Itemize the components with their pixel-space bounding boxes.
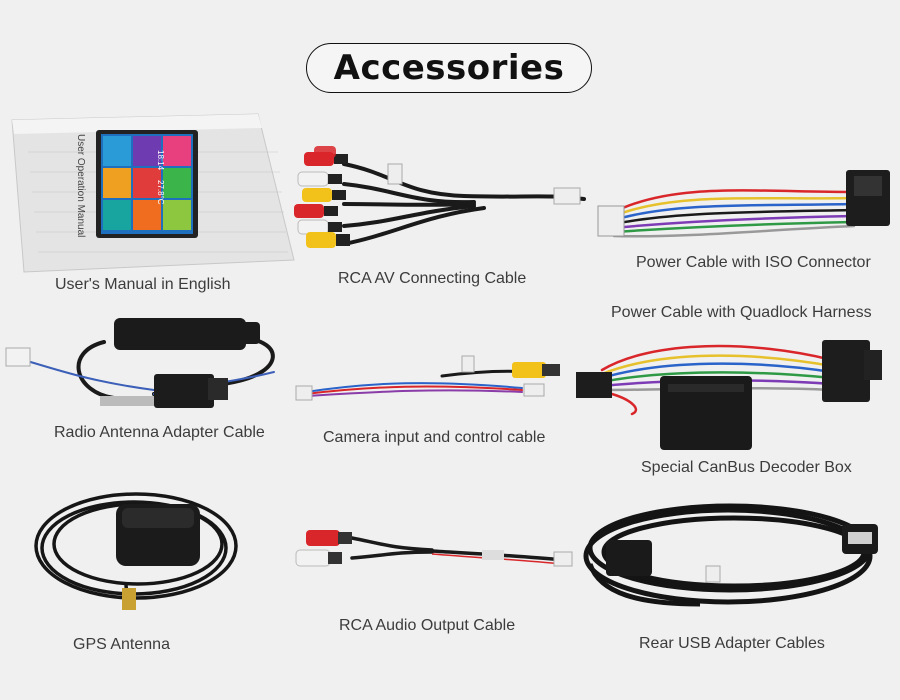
caption-camera-input: Camera input and control cable bbox=[323, 429, 546, 446]
users-manual-image: User Operation Manual 18:14 27.8°C bbox=[11, 113, 295, 273]
caption-power-iso: Power Cable with ISO Connector bbox=[636, 254, 871, 271]
manual-cover-title: User Operation Manual bbox=[75, 134, 86, 237]
caption-usb: Rear USB Adapter Cables bbox=[639, 635, 825, 652]
caption-users-manual: User's Manual in English bbox=[55, 276, 231, 293]
caption-gps: GPS Antenna bbox=[73, 636, 170, 653]
rca-audio-cable-image bbox=[295, 530, 573, 567]
camera-input-cable-image bbox=[295, 355, 560, 401]
quadlock-canbus-image bbox=[576, 340, 882, 450]
radio-antenna-adapter-image bbox=[5, 318, 275, 408]
rca-av-cable-image bbox=[294, 146, 586, 248]
power-iso-cable-image bbox=[597, 170, 890, 238]
caption-power-quadlock: Power Cable with Quadlock Harness bbox=[611, 304, 872, 321]
gps-antenna-image bbox=[34, 492, 238, 610]
manual-temp: 27.8°C bbox=[156, 180, 165, 205]
page-title-pill: Accessories bbox=[306, 43, 592, 93]
caption-rca-av: RCA AV Connecting Cable bbox=[338, 270, 527, 287]
usb-cables-image bbox=[583, 503, 878, 607]
page-title: Accessories bbox=[333, 48, 565, 88]
manual-clock: 18:14 bbox=[156, 150, 165, 171]
caption-canbus: Special CanBus Decoder Box bbox=[641, 459, 852, 476]
manual-screen-illustration: 18:14 27.8°C bbox=[96, 130, 198, 238]
caption-rca-audio: RCA Audio Output Cable bbox=[339, 617, 516, 634]
caption-radio-antenna: Radio Antenna Adapter Cable bbox=[54, 424, 265, 441]
